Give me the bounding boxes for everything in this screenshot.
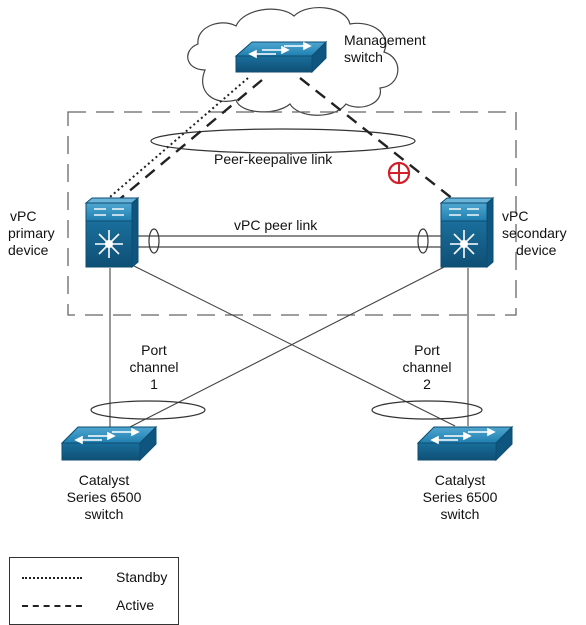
active-link-secondary	[299, 77, 459, 204]
peer-link-port-channel-right	[417, 228, 429, 254]
legend-standby-label: Standby	[116, 569, 168, 585]
legend-row-active: Active	[10, 596, 178, 616]
vpc-peer-link-label: vPC peer link	[234, 217, 318, 233]
active-line-sample	[22, 605, 82, 607]
management-switch-label-line2: switch	[344, 49, 383, 65]
port-channel-2-line1: Port	[414, 342, 440, 358]
primary-nexus-device-icon	[84, 196, 140, 269]
secondary-label-line1: vPC	[502, 208, 529, 224]
standby-line-sample	[22, 577, 82, 579]
legend-active-label: Active	[116, 597, 155, 613]
primary-label-line1: vPC	[10, 208, 37, 224]
vpc-secondary-device-label: vPC secondary device	[502, 208, 567, 259]
port-channel-1-line1: Port	[141, 342, 167, 358]
right-catalyst-line3: switch	[440, 506, 480, 522]
port-channel-2-ellipse	[371, 400, 483, 420]
standby-link	[102, 77, 249, 204]
left-catalyst-switch-icon	[60, 425, 158, 462]
legend: Standby Active	[9, 557, 179, 625]
port-channel-2-label: Port channel 2	[402, 342, 451, 393]
primary-label-line2: primary	[8, 225, 55, 241]
left-catalyst-line3: switch	[84, 506, 124, 522]
peer-link-port-channel-left	[148, 228, 160, 254]
primary-label-line3: device	[8, 242, 49, 258]
active-link-primary	[114, 79, 263, 204]
left-catalyst-line2: Series 6500	[66, 489, 142, 505]
secondary-nexus-device-icon	[439, 196, 495, 269]
port-channel-1-line3: 1	[150, 376, 158, 392]
legend-row-standby: Standby	[10, 568, 178, 588]
secondary-label-line3: device	[516, 242, 557, 258]
peer-keepalive-link-label: Peer-keepalive link	[214, 151, 333, 167]
port-channel-1-ellipse	[90, 400, 206, 420]
management-switch-label-line1: Management	[344, 32, 426, 48]
right-catalyst-label: Catalyst Series 6500 switch	[423, 472, 498, 523]
port-channel-2-line2: channel	[402, 359, 452, 375]
link-primary-to-right-catalyst	[125, 261, 456, 427]
port-channel-1-line2: channel	[129, 359, 179, 375]
secondary-label-line2: secondary	[502, 225, 567, 241]
management-switch-icon	[234, 40, 328, 74]
vpc-domain-boundary	[67, 111, 517, 316]
port-channel-2-line3: 2	[423, 376, 431, 392]
right-catalyst-switch-icon	[416, 425, 514, 462]
management-switch-label: Management switch	[344, 32, 426, 66]
vpc-primary-device-label: vPC primary device	[8, 208, 55, 259]
port-channel-1-label: Port channel 1	[129, 342, 178, 393]
right-catalyst-line1: Catalyst	[434, 472, 486, 488]
failure-icon	[387, 161, 411, 185]
peer-keepalive-ellipse	[150, 128, 416, 154]
link-secondary-to-left-catalyst	[127, 261, 455, 429]
right-catalyst-line2: Series 6500	[422, 489, 498, 505]
left-catalyst-label: Catalyst Series 6500 switch	[67, 472, 142, 523]
left-catalyst-line1: Catalyst	[78, 472, 130, 488]
